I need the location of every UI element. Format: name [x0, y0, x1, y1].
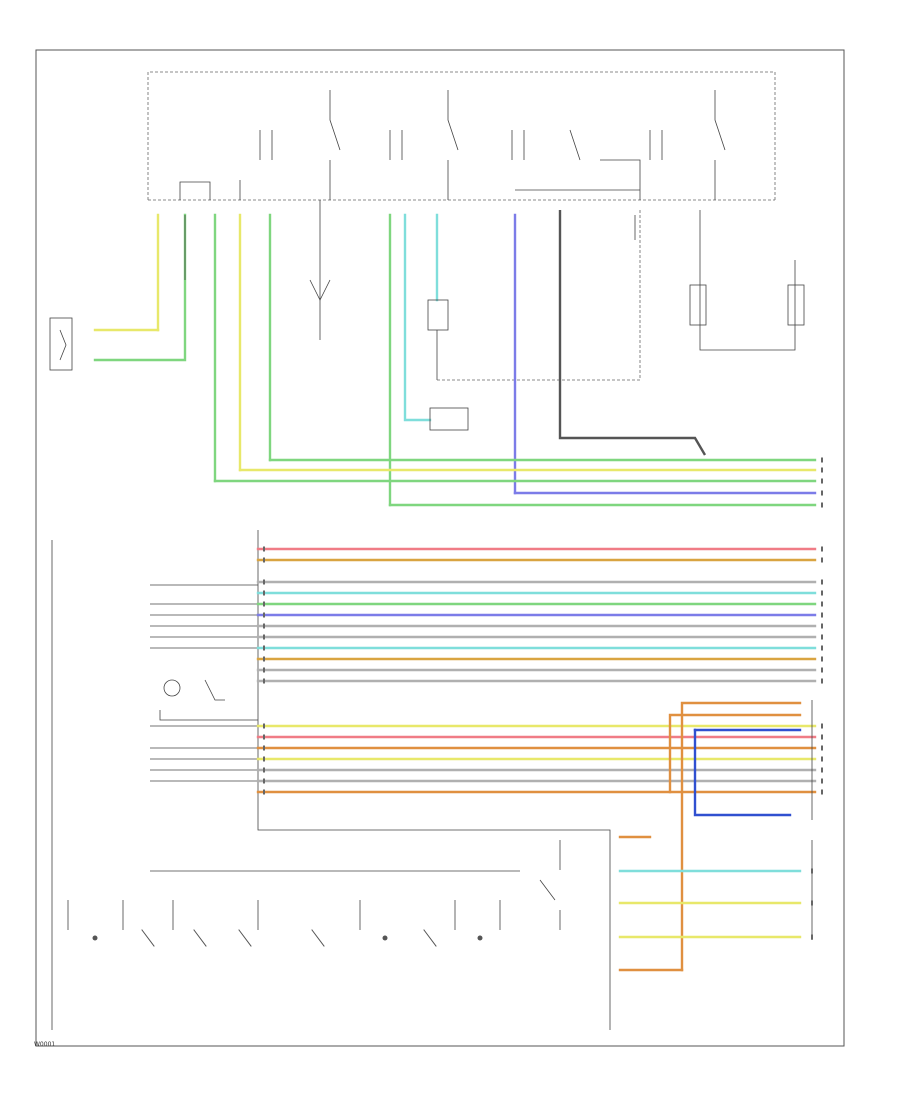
- wire-terminal: [821, 467, 823, 473]
- lamp-symbol: [92, 935, 98, 941]
- vertical-feeds: [93, 200, 805, 507]
- lamp-symbol: [477, 935, 483, 941]
- pin-marker: [263, 590, 265, 596]
- bottom-component-row: [92, 929, 483, 947]
- pin-marker: [263, 612, 265, 618]
- wire-terminal: [821, 612, 823, 618]
- wire-terminal: [821, 789, 823, 795]
- switch-symbol: [423, 929, 437, 947]
- wire-terminal: [811, 934, 813, 940]
- pin-marker: [263, 767, 265, 773]
- pin-marker: [263, 601, 265, 607]
- pin-marker: [263, 678, 265, 684]
- wire-terminal: [821, 678, 823, 684]
- pin-marker: [263, 789, 265, 795]
- wire-terminal: [821, 546, 823, 552]
- wire-terminal: [821, 756, 823, 762]
- lamp-symbol: [382, 935, 388, 941]
- wire-terminal: [821, 778, 823, 784]
- wire-terminal: [821, 557, 823, 563]
- wire-terminal: [821, 579, 823, 585]
- switch-symbol: [311, 929, 325, 947]
- pin-marker: [263, 623, 265, 629]
- wire-terminal: [821, 656, 823, 662]
- diagram-border: [35, 49, 845, 1047]
- wire-terminal: [821, 457, 823, 463]
- wire-terminal: [811, 868, 813, 874]
- pin-marker: [263, 656, 265, 662]
- pin-marker: [263, 546, 265, 552]
- switch-symbol: [238, 929, 252, 947]
- left-sensor: [49, 317, 73, 371]
- fuse-block-top: [147, 71, 776, 201]
- pin-marker: [263, 745, 265, 751]
- pin-marker: [263, 557, 265, 563]
- lower-wire-group: [618, 868, 813, 940]
- wire-terminal: [811, 900, 813, 906]
- wire-terminal: [821, 723, 823, 729]
- wire-terminal: [821, 623, 823, 629]
- pin-marker: [263, 645, 265, 651]
- wire-terminal: [821, 502, 823, 508]
- pin-marker: [263, 734, 265, 740]
- wire-terminal: [821, 590, 823, 596]
- wire-terminal: [821, 478, 823, 484]
- wire-terminal: [821, 667, 823, 673]
- wire-terminal: [821, 601, 823, 607]
- pin-marker: [263, 667, 265, 673]
- wire-terminal: [821, 745, 823, 751]
- lower-section: [67, 840, 561, 930]
- wire-terminal: [821, 490, 823, 496]
- switch-symbol: [141, 929, 155, 947]
- right-loop: [618, 700, 813, 972]
- pin-marker: [263, 723, 265, 729]
- wire-terminal: [821, 634, 823, 640]
- pin-marker: [263, 778, 265, 784]
- switch-symbol: [193, 929, 207, 947]
- pin-marker: [263, 756, 265, 762]
- top-wire-group: [213, 457, 823, 508]
- pin-marker: [263, 634, 265, 640]
- wire-terminal: [821, 767, 823, 773]
- pin-marker: [263, 579, 265, 585]
- wire-terminal: [821, 645, 823, 651]
- bus-wire-group: [256, 546, 823, 795]
- footer-code: W0001: [34, 1041, 55, 1048]
- wire-terminal: [821, 734, 823, 740]
